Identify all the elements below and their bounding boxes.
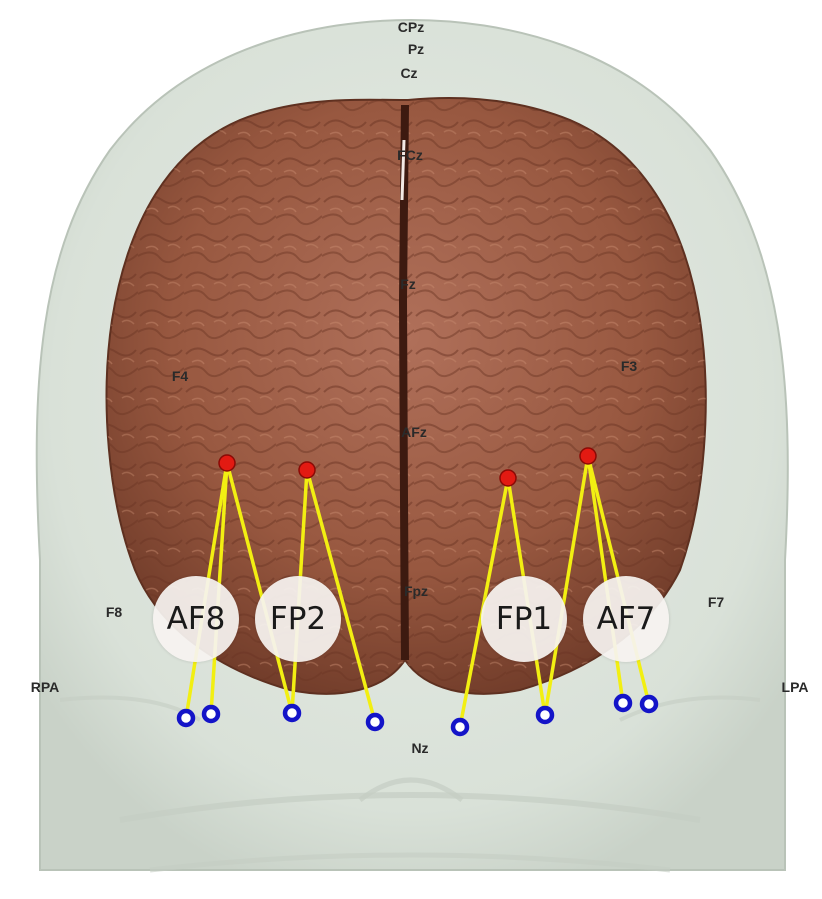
detector-dot — [285, 706, 299, 720]
detector-dot — [179, 711, 193, 725]
label-afz: AFz — [401, 424, 427, 440]
detector-dot — [616, 696, 630, 710]
label-fz: Fz — [400, 276, 416, 292]
label-lpa: LPA — [782, 679, 809, 695]
label-fpz: Fpz — [404, 583, 428, 599]
detector-dot — [538, 708, 552, 722]
detector-dot — [453, 720, 467, 734]
channel-badge-fp2: FP2 — [255, 576, 341, 662]
label-cpz: CPz — [398, 19, 424, 35]
label-pz: Pz — [408, 41, 424, 57]
source-dot — [219, 455, 235, 471]
channel-badge-af8: AF8 — [153, 576, 239, 662]
detector-dot — [368, 715, 382, 729]
channel-badge-fp1: FP1 — [481, 576, 567, 662]
source-dot — [500, 470, 516, 486]
label-fcz: FCz — [397, 147, 423, 163]
label-rpa: RPA — [31, 679, 60, 695]
source-dot — [299, 462, 315, 478]
detector-dot — [642, 697, 656, 711]
label-f8: F8 — [106, 604, 122, 620]
channel-badge-af7: AF7 — [583, 576, 669, 662]
source-dot — [580, 448, 596, 464]
label-f3: F3 — [621, 358, 637, 374]
label-cz: Cz — [400, 65, 417, 81]
label-f7: F7 — [708, 594, 724, 610]
detector-dot — [204, 707, 218, 721]
label-nz: Nz — [411, 740, 428, 756]
label-f4: F4 — [172, 368, 188, 384]
